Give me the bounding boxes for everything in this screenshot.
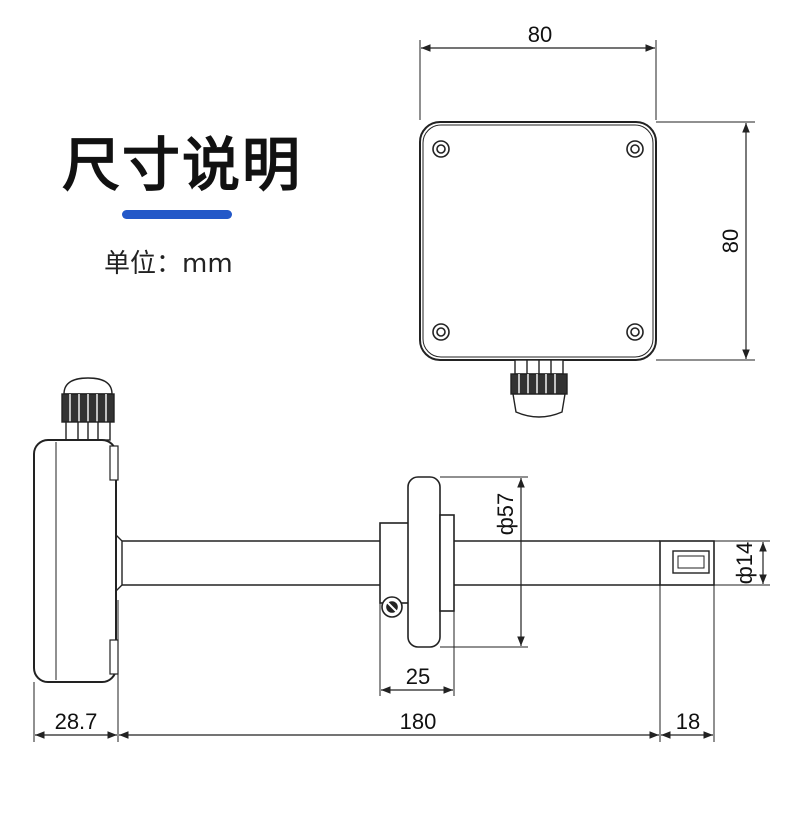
flange-plate [407, 476, 441, 648]
top-view [419, 40, 755, 418]
unit-label: 单位：mm [104, 249, 233, 279]
screw-icon [626, 140, 644, 158]
housing-side [33, 439, 117, 683]
title-underline [122, 210, 232, 219]
cable-gland-icon [61, 377, 115, 441]
dim-top-height: 80 [718, 229, 743, 253]
dim-tip-length: 18 [676, 709, 700, 734]
dim-top-width: 80 [528, 22, 552, 47]
screw-icon [432, 323, 450, 341]
dim-probe-length: 180 [400, 709, 437, 734]
dim-probe-diameter: ф14 [732, 542, 757, 585]
side-view [33, 377, 770, 742]
cable-gland-icon [510, 359, 568, 418]
screw-icon [432, 140, 450, 158]
screw-icon [626, 323, 644, 341]
dim-housing-depth: 28.7 [55, 709, 98, 734]
dim-flange-width: 25 [406, 664, 430, 689]
enclosure-top [419, 121, 657, 361]
page-title: 尺寸说明 [62, 131, 303, 199]
set-screw-icon [381, 596, 403, 618]
dim-flange-diameter: ф57 [493, 493, 518, 536]
